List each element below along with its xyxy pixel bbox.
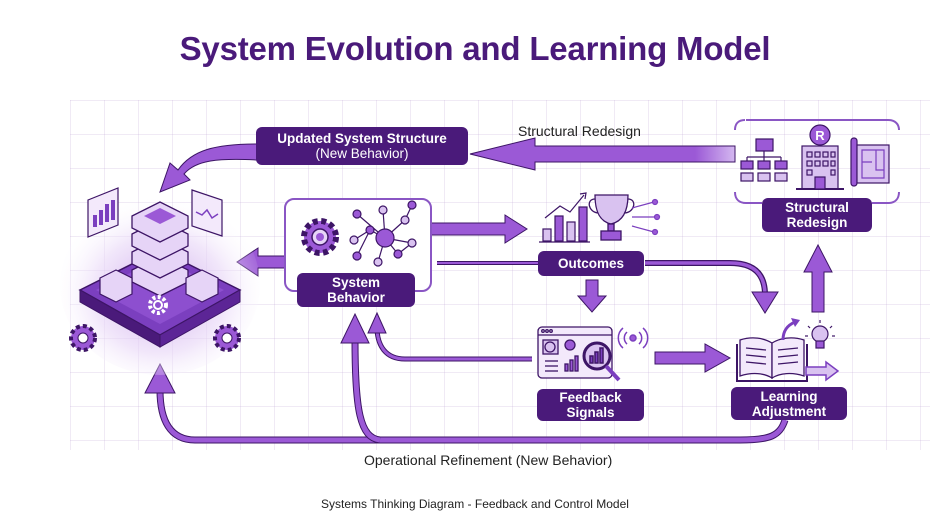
structural-redesign-node: Structural Redesign (762, 198, 872, 232)
structural-redesign-flow-label: Structural Redesign (518, 123, 641, 139)
feedback-label-line1: Feedback (559, 390, 622, 405)
redesign-panel-frame (734, 119, 900, 204)
outcomes-label: Outcomes (557, 256, 625, 271)
diagram-title: System Evolution and Learning Model (179, 30, 771, 67)
building-badge: R (815, 128, 825, 143)
arrow-right-icon (805, 360, 840, 382)
bar-chart-growth-icon (539, 192, 590, 243)
system-behavior-node: System Behavior (297, 273, 415, 307)
operational-refinement-arrow (144, 312, 789, 444)
circuit-lines-icon (631, 198, 661, 236)
curved-up-arrow-icon (781, 318, 800, 341)
small-server-left-icon (99, 269, 133, 303)
feedback-to-learning-arrow (654, 343, 732, 373)
diagram-caption: Systems Thinking Diagram - Feedback and … (321, 497, 629, 511)
operational-refinement-flow-label: Operational Refinement (New Behavior) (364, 452, 613, 468)
outcomes-to-feedback-arrow (576, 279, 608, 313)
system-behavior-label-line1: System (331, 275, 381, 290)
learning-label-line1: Learning (760, 388, 818, 404)
small-server-right-icon (185, 269, 219, 303)
feedback-signals-node: Feedback Signals (537, 389, 644, 421)
learning-label-line2: Adjustment (751, 403, 827, 419)
outcomes-node: Outcomes (538, 251, 644, 276)
building-icon (796, 124, 844, 190)
updated-structure-title: Updated System Structure (277, 131, 447, 146)
chart-panel-right-icon (191, 189, 223, 237)
updated-structure-subtitle: (New Behavior) (315, 146, 409, 161)
org-chart-icon (740, 138, 788, 182)
feedback-label-line2: Signals (566, 405, 615, 420)
gear-left-icon (69, 324, 97, 352)
server-stack-icon (131, 201, 189, 297)
learning-adjustment-node: Learning Adjustment (731, 387, 847, 420)
signal-broadcast-icon (617, 327, 649, 349)
updated-structure-node: Updated System Structure (New Behavior) (256, 127, 468, 165)
redesign-label-line2: Redesign (786, 215, 848, 230)
blueprint-icon (850, 137, 890, 187)
platform-gear-icon (148, 295, 168, 315)
gear-right-icon (213, 324, 241, 352)
magnifier-icon (582, 341, 621, 382)
lightbulb-icon (805, 320, 835, 349)
gear-icon (301, 218, 339, 256)
feedback-to-behavior-arrow (367, 311, 532, 362)
trophy-icon (588, 194, 635, 241)
learning-to-redesign-arrow (803, 243, 833, 313)
outcomes-to-learning-arrow (645, 260, 779, 314)
chart-panel-left-icon (87, 187, 119, 238)
redesign-label-line1: Structural (785, 200, 849, 215)
behavior-to-outcomes-arrow (429, 214, 528, 244)
updated-structure-to-platform-arrow (159, 143, 259, 193)
open-book-icon (736, 337, 808, 382)
structural-redesign-arrow (469, 137, 736, 171)
system-behavior-label-line2: Behavior (327, 290, 385, 305)
network-icon (349, 200, 417, 267)
